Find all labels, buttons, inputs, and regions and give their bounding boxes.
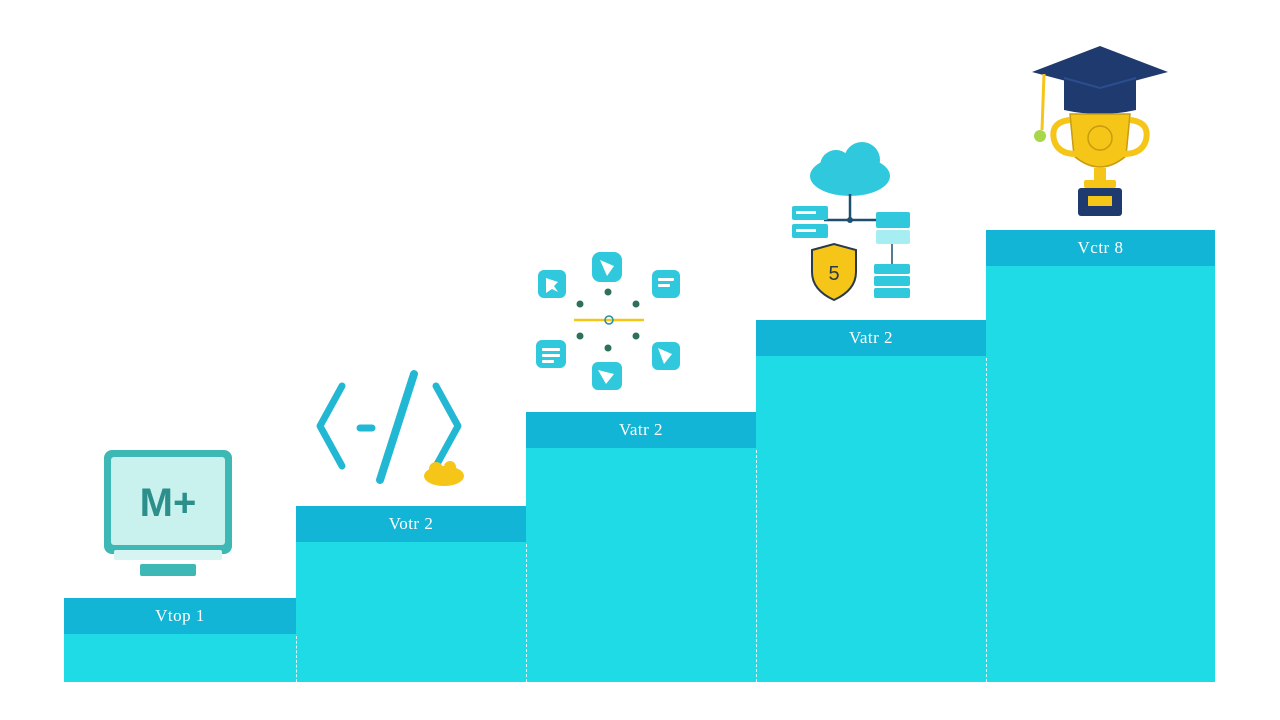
step-4-label: Vatr 2: [848, 328, 894, 347]
step-divider: [986, 358, 987, 682]
step-divider: [296, 636, 297, 682]
step-1-label: Vtop 1: [155, 606, 205, 625]
step-3-band: Vatr 2: [526, 412, 756, 448]
step-5-label: Vctr 8: [1077, 238, 1124, 257]
step-4: Vatr 2: [756, 320, 986, 682]
step-3: Vatr 2: [526, 412, 756, 682]
monitor-icon: M+: [100, 446, 236, 582]
trophy-graduation-cap-icon: [1028, 44, 1172, 220]
monitor-text: M+: [140, 481, 197, 525]
step-5: Vctr 8: [986, 230, 1215, 682]
step-divider: [756, 450, 757, 682]
step-3-label: Vatr 2: [618, 420, 664, 439]
cloud-server-shield-icon: 5: [784, 140, 924, 306]
step-1-band: Vtop 1: [64, 598, 296, 634]
step-1: Vtop 1: [64, 598, 296, 682]
network-hub-icon: [532, 248, 692, 398]
step-2: Votr 2: [296, 506, 526, 682]
step-2-label: Votr 2: [388, 514, 434, 533]
step-divider: [526, 544, 527, 682]
code-brackets-icon: [314, 366, 474, 496]
step-2-band: Votr 2: [296, 506, 526, 542]
step-4-band: Vatr 2: [756, 320, 986, 356]
step-5-band: Vctr 8: [986, 230, 1215, 266]
shield-text: 5: [828, 263, 839, 285]
